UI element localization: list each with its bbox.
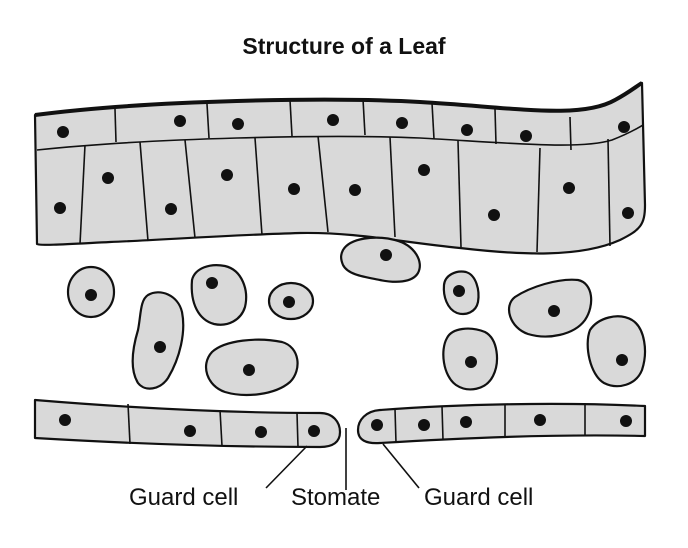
spongy-cell [340, 236, 421, 283]
diagram-title: Structure of a Leaf [242, 33, 446, 59]
guard-cell-right-label: Guard cell [424, 484, 534, 511]
epidermis-nuclei [57, 114, 630, 142]
spongy-cell [586, 315, 647, 388]
lower-epidermis-left [33, 398, 342, 449]
spongy-cell [190, 264, 248, 326]
spongy-cell [442, 327, 499, 391]
palisade-walls [79, 135, 611, 253]
spongy-cell [66, 265, 116, 319]
label-leaders [265, 428, 420, 490]
upper-epidermis-and-palisade [33, 81, 647, 255]
stomate-label: Stomate [291, 484, 381, 511]
upper-cuticle [34, 81, 643, 117]
epidermis-walls [114, 98, 572, 151]
spongy-mesophyll [66, 236, 647, 397]
lower-epidermis-right [356, 402, 647, 445]
guard-cell-left-label: Guard cell [129, 484, 239, 511]
upper-tissue [33, 81, 647, 255]
guard-cell-right-leader [382, 443, 420, 489]
spongy-cell [442, 270, 480, 316]
spongy-cell [267, 281, 315, 321]
palisade-nuclei [54, 164, 634, 221]
spongy-cell [204, 338, 299, 397]
spongy-cell [507, 278, 593, 338]
epidermis-palisade-boundary [36, 124, 644, 151]
spongy-cell [131, 291, 185, 390]
guard-cell-left-leader [265, 445, 308, 489]
